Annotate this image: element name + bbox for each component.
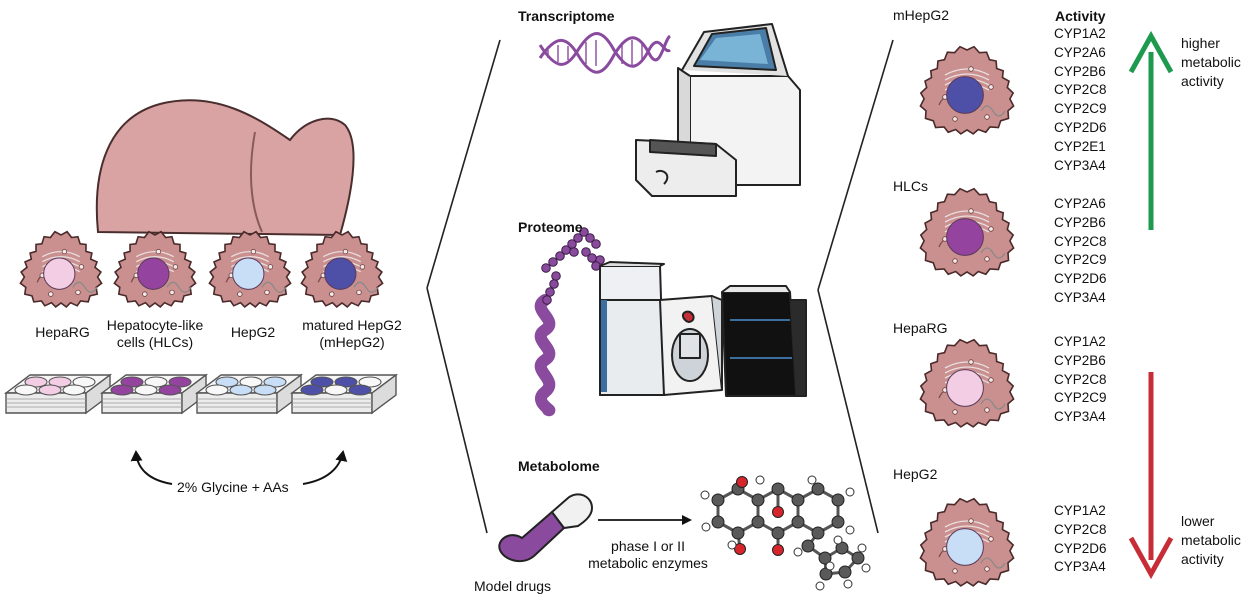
enzyme-entry: CYP2A6 <box>1054 44 1106 60</box>
liver-illustration <box>95 99 355 237</box>
cell-column <box>919 45 1015 587</box>
enzyme-entry: CYP2C8 <box>1054 521 1107 537</box>
cell-right-mhepg2 <box>919 45 1015 135</box>
enzyme-entry: CYP3A4 <box>1054 157 1106 173</box>
enzyme-entry: CYP3A4 <box>1054 559 1106 575</box>
label-hepg2: HepG2 <box>230 324 276 340</box>
cell-hepg2 <box>208 230 292 308</box>
cell-row <box>19 230 384 308</box>
cell-name-hepg2: HepG2 <box>893 466 938 482</box>
pill-capsule-icon <box>498 493 594 563</box>
protein-chain-icon <box>534 227 605 417</box>
enzyme-entry: CYP2D6 <box>1054 271 1107 287</box>
proteome-heading: Proteome <box>518 219 583 235</box>
higher-activity-arrow <box>1128 30 1174 230</box>
enzyme-entry: CYP2C8 <box>1054 371 1107 387</box>
cell-right-hlcs <box>919 187 1015 277</box>
enzyme-entry: CYP3A4 <box>1054 289 1106 305</box>
enzyme-entry: CYP2A6 <box>1054 196 1106 211</box>
enzyme-entry: CYP2B6 <box>1054 214 1106 230</box>
enzyme-entry: CYP2D6 <box>1054 540 1107 556</box>
lower-activity-label: lower metabolic activity <box>1181 513 1241 567</box>
bracket-lines <box>426 39 894 534</box>
cell-name-mhepg2: mHepG2 <box>893 7 950 23</box>
dna-helix-icon <box>538 32 672 74</box>
plate-hlcs <box>99 373 209 415</box>
activity-heading: Activity <box>1055 8 1106 24</box>
cell-right-hepg2 <box>919 497 1015 587</box>
cell-right-heparg <box>919 338 1015 428</box>
enzyme-entry: CYP2C9 <box>1054 390 1107 406</box>
plate-heparg <box>3 373 113 415</box>
enzyme-entry: CYP1A2 <box>1054 26 1106 41</box>
cell-name-heparg: HepaRG <box>893 320 948 336</box>
label-heparg: HepaRG <box>35 324 90 340</box>
treatment-label: 2% Glycine + AAs <box>177 479 289 495</box>
enzyme-entry: CYP3A4 <box>1054 409 1106 425</box>
cell-name-hlcs: HLCs <box>893 178 929 194</box>
plate-hepg2 <box>194 373 304 415</box>
enzyme-entry: CYP1A2 <box>1054 334 1106 349</box>
cell-mhepg2 <box>300 230 384 308</box>
enzyme-entry: CYP2C9 <box>1054 101 1107 117</box>
cell-hlcs <box>113 230 197 308</box>
glycine-arrows <box>130 450 348 485</box>
enzyme-arrow-label: phase I or II metabolic enzymes <box>588 538 708 571</box>
enzyme-entry: CYP2C8 <box>1054 233 1107 249</box>
cell-heparg <box>19 230 103 308</box>
label-mhepg2: matured HepG2 (mHepG2) <box>302 317 402 350</box>
plate-mhepg2 <box>289 373 399 415</box>
transcriptome-heading: Transcriptome <box>518 8 615 24</box>
lower-activity-arrow <box>1128 372 1174 580</box>
higher-activity-label: higher metabolic activity <box>1181 35 1241 89</box>
enzyme-entry: CYP2C8 <box>1054 82 1107 98</box>
label-hlcs: Hepatocyte-like cells (HLCs) <box>106 317 204 350</box>
model-drugs-label: Model drugs <box>474 578 552 594</box>
well-plates <box>3 373 399 415</box>
enzyme-entry: CYP2E1 <box>1054 138 1106 154</box>
mass-spectrometer-icon <box>599 261 807 397</box>
sequencer-icon <box>635 23 801 197</box>
metabolome-heading: Metabolome <box>518 458 600 474</box>
enzyme-entry: CYP2C9 <box>1054 252 1107 268</box>
enzyme-entry: CYP2B6 <box>1054 63 1106 79</box>
metabolite-molecule-icon <box>700 475 871 591</box>
enzyme-entry: CYP2B6 <box>1054 352 1106 368</box>
enzyme-entry: CYP1A2 <box>1054 503 1106 518</box>
enzyme-entry: CYP2D6 <box>1054 119 1107 135</box>
